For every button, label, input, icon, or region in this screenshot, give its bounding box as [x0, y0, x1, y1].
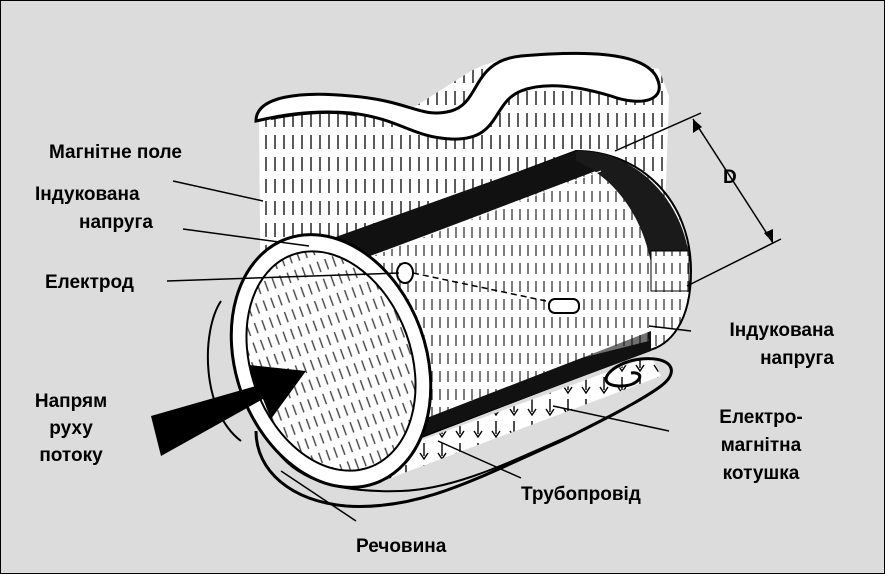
label-flow-direction-1: Напрям [31, 390, 111, 414]
label-induced-voltage-left-2: напруга [79, 211, 153, 235]
label-substance: Речовина [356, 535, 446, 559]
label-flow-direction-2: руху [31, 417, 111, 441]
label-coil-3: котушка [701, 462, 821, 486]
label-magnetic-field: Магнітне поле [49, 141, 182, 165]
electrode-right [549, 299, 579, 313]
label-induced-voltage-right-2: напруга [701, 347, 834, 371]
label-pipeline: Трубопровід [521, 483, 641, 507]
label-electrode: Електрод [45, 271, 134, 295]
label-induced-voltage-left-1: Індукована [35, 183, 140, 207]
label-diameter: D [723, 166, 737, 190]
label-flow-direction-3: потоку [31, 444, 111, 468]
label-induced-voltage-right-1: Індукована [701, 319, 834, 343]
label-coil-2: магнітна [701, 434, 821, 458]
label-coil-1: Електро- [701, 406, 821, 430]
